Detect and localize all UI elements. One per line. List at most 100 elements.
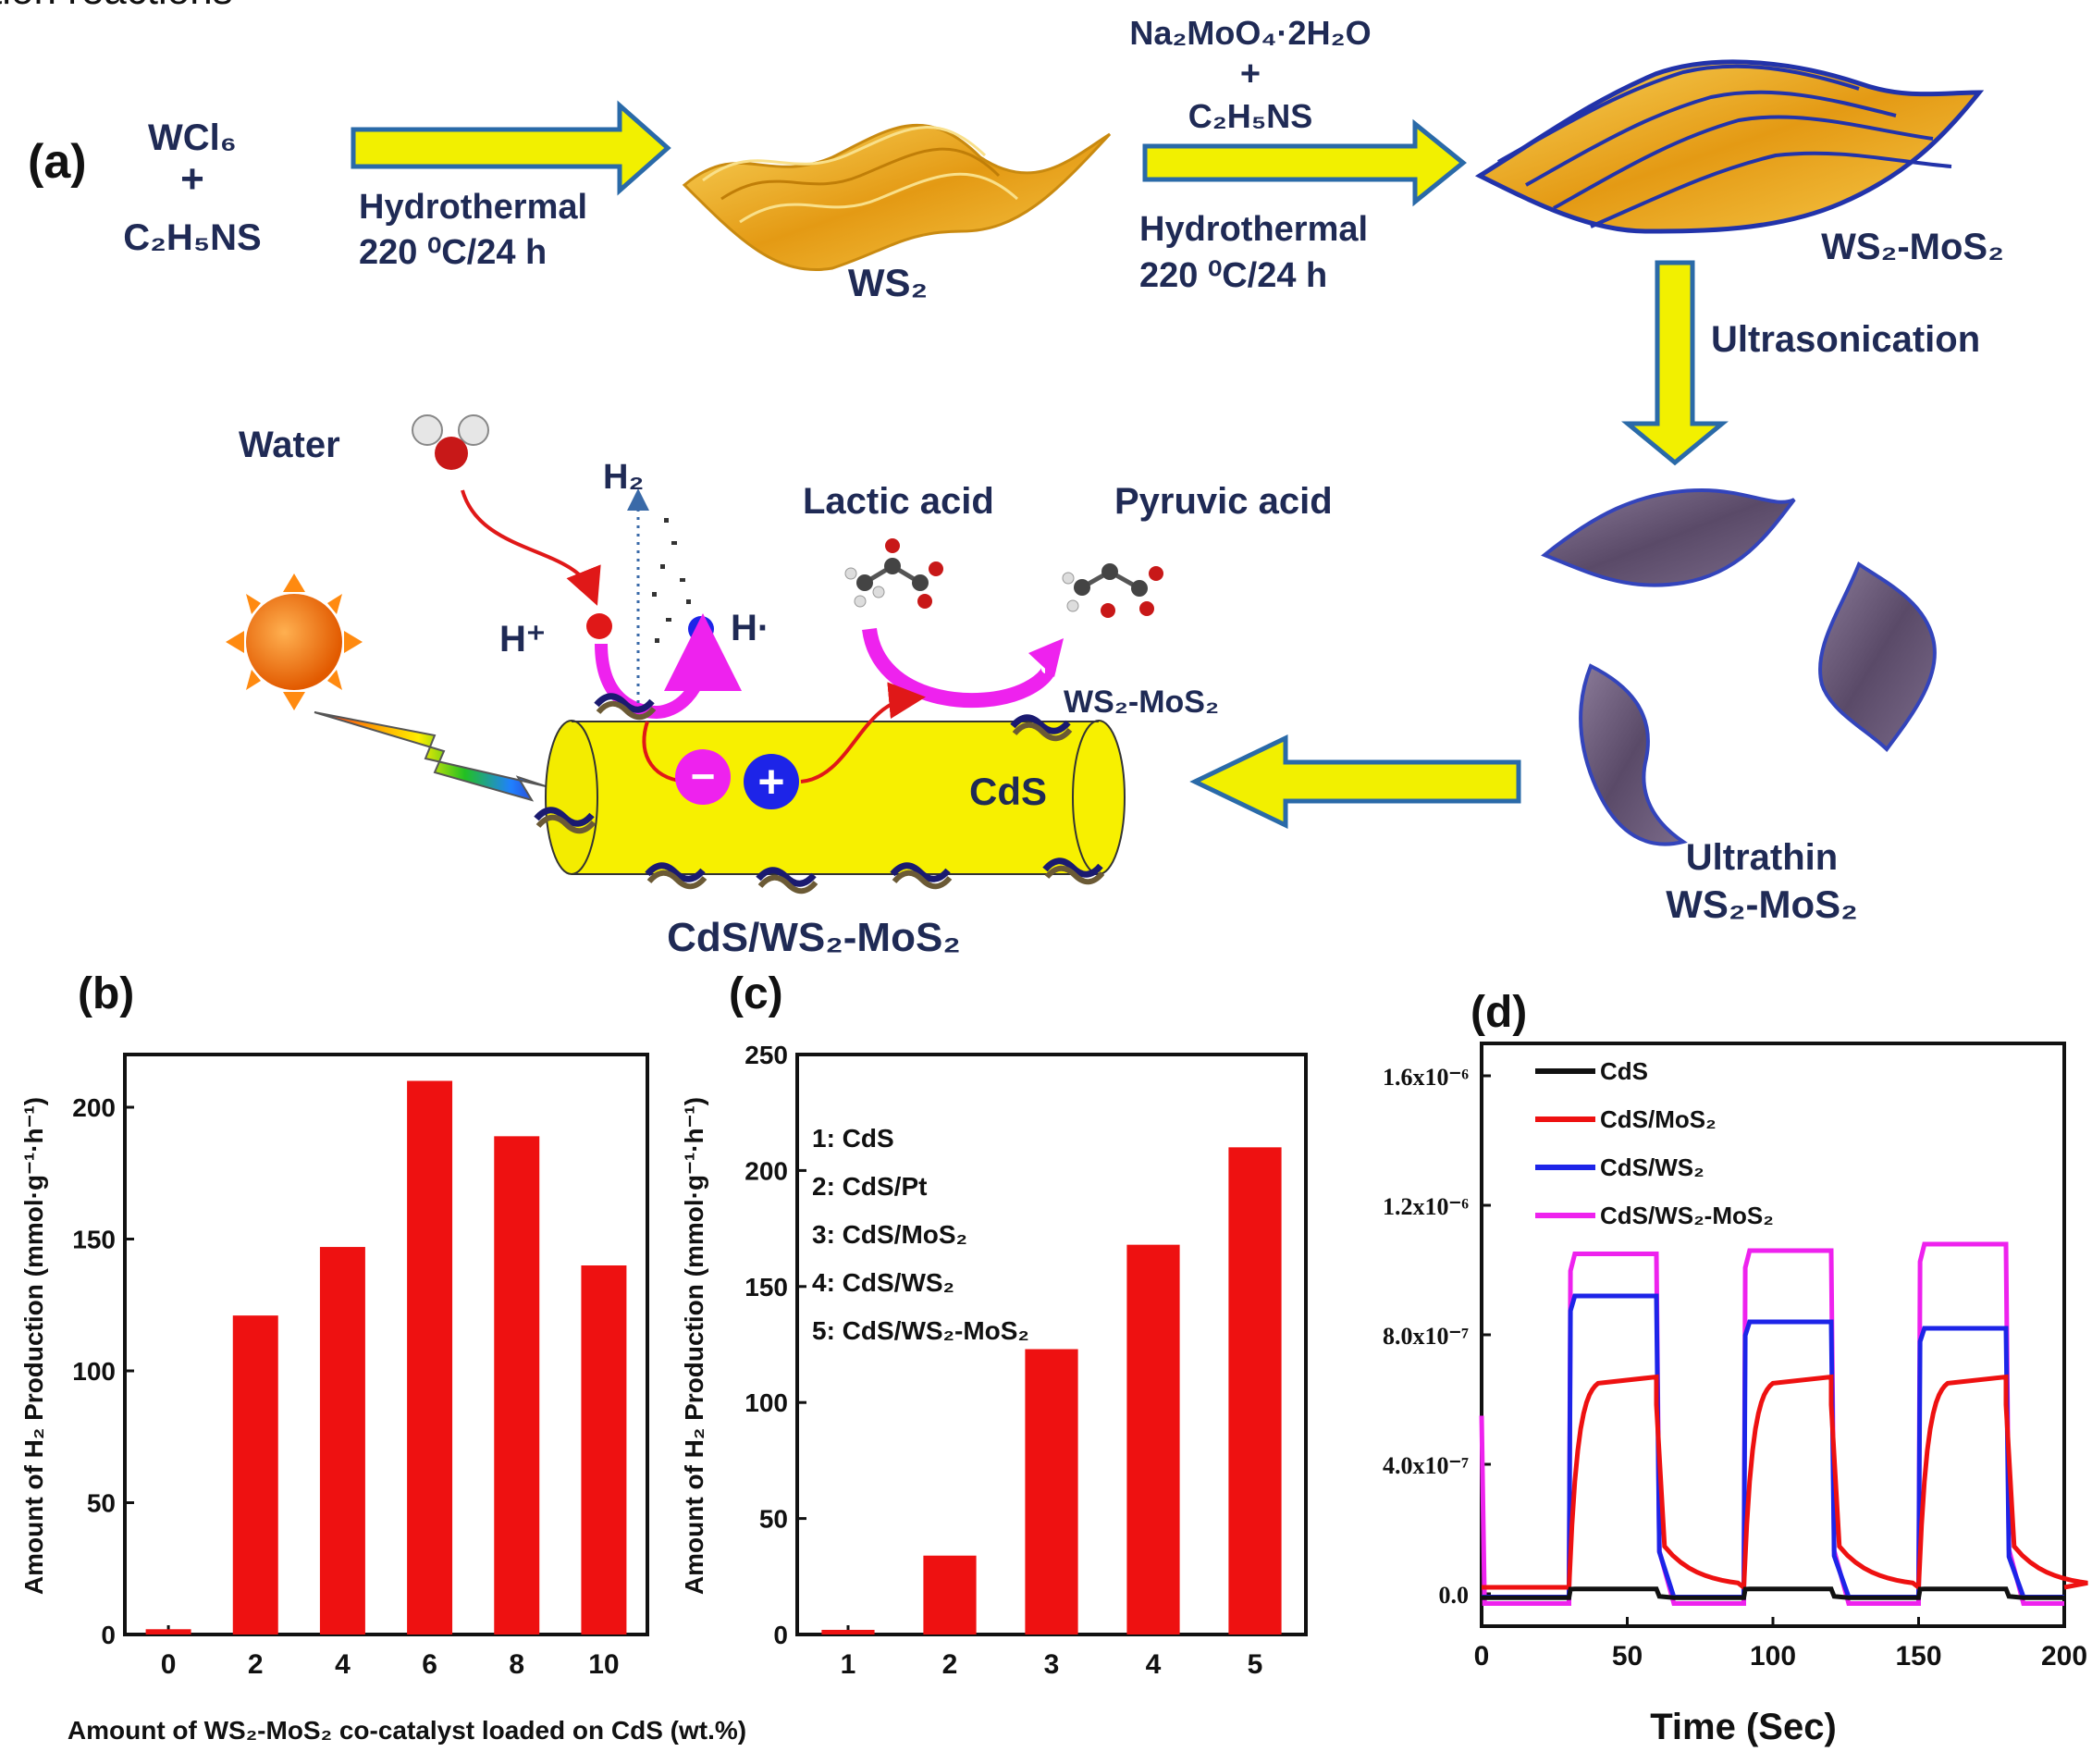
panel-b-xtick-label: 6 (422, 1649, 437, 1680)
panel-b-xtick-label: 4 (335, 1649, 351, 1680)
proton-dot (586, 613, 612, 639)
hydrogen-bubbles (652, 518, 691, 643)
cds-nanorod (545, 720, 1126, 875)
panel-b-bar (494, 1136, 540, 1634)
step1-condition-2: 220 ⁰C/24 h (359, 233, 547, 272)
light-bolt-icon (314, 711, 547, 802)
ws2-nanosheets (682, 123, 1112, 271)
step3-condition: Ultrasonication (1711, 319, 1980, 360)
panel-c-legend-item: 5: CdS/WS₂-MoS₂ (812, 1316, 1029, 1345)
panel-b-label: (b) (78, 969, 134, 1018)
panel-a: tion reactions (a) WCl₆ + C₂H₅NS Hydroth… (0, 0, 2004, 960)
ws2-mos2-nanosheets (1474, 59, 1985, 234)
arrow-step2 (1142, 118, 1467, 207)
panel-c-legend-item: 4: CdS/WS₂ (812, 1268, 954, 1297)
lactic-acid-label: Lactic acid (803, 481, 994, 522)
electron-sign: − (691, 752, 716, 800)
panel-c-xtick-label: 5 (1248, 1649, 1263, 1680)
panel-d-axis: 0 50 100 150 200 0.0 4.0x10⁻⁷ 8.0x10⁻⁷ 1.2x10⁻⁶ 1… (1383, 1064, 2087, 1671)
panel-b-xlabel: Amount of WS₂-MoS₂ co-catalyst loaded on… (68, 1716, 746, 1745)
water-label: Water (239, 425, 340, 465)
panel-b-ytick-label: 100 (72, 1357, 116, 1386)
panel-d-series-line (1482, 1374, 2088, 1592)
cds-label: CdS (969, 770, 1047, 813)
oxidation-arrow (862, 627, 1056, 709)
panel-c-ytick-label: 50 (759, 1505, 788, 1534)
panel-b-ytick-label: 50 (87, 1489, 116, 1518)
panel-d-xlabel: Time (Sec) (1650, 1707, 1837, 1747)
reagent-sodium-molybdate: Na₂MoO₄·2H₂O (1129, 14, 1371, 52)
panel-b-xtick-label: 0 (161, 1649, 177, 1680)
ultrathin-flakes (1541, 487, 1937, 846)
panel-b-ylabel: Amount of H₂ Production (mmol·g⁻¹·h⁻¹) (19, 1097, 48, 1595)
panel-d-ytick-label: 4.0x10⁻⁷ (1383, 1452, 1469, 1479)
arrow-step4 (1189, 734, 1521, 829)
panel-c-legend-item: 3: CdS/MoS₂ (812, 1220, 967, 1249)
h-dot-label: H· (731, 608, 769, 648)
water-molecule-icon (412, 414, 489, 470)
hole-transfer-arrow (800, 682, 926, 783)
panel-b-xtick-label: 2 (248, 1649, 264, 1680)
electron-icon (675, 749, 731, 805)
lactic-acid-molecule-icon (844, 538, 943, 609)
panel-b-xtick-label: 8 (509, 1649, 524, 1680)
panel-c-legend: 1: CdS 2: CdS/Pt 3: CdS/MoS₂ 4: CdS/WS₂ … (812, 1124, 1029, 1345)
panel-b-ytick-label: 200 (72, 1093, 116, 1122)
h-plus-label: H⁺ (499, 619, 546, 660)
panel-d-ytick-label: 8.0x10⁻⁷ (1383, 1323, 1469, 1350)
panel-c-legend-item: 1: CdS (812, 1124, 894, 1153)
product-ws2: WS₂ (848, 261, 928, 304)
step1-condition-1: Hydrothermal (359, 188, 587, 227)
panel-c-bar (1126, 1244, 1180, 1634)
panel-d-xtick-label: 100 (1750, 1641, 1796, 1671)
panel-b-bar (319, 1247, 365, 1634)
panel-b-bar (581, 1265, 627, 1634)
panel-a-label: (a) (28, 135, 87, 189)
panel-d-ytick-label: 1.6x10⁻⁶ (1383, 1064, 1469, 1091)
panel-b-bar (145, 1629, 191, 1634)
panel-d-ytick-label: 0.0 (1439, 1582, 1470, 1609)
panel-d-xtick-label: 150 (1895, 1641, 1941, 1671)
panel-c-bar (1228, 1147, 1282, 1634)
panel-c-ytick-label: 100 (745, 1388, 788, 1417)
electron-transfer-path (642, 721, 685, 783)
panel-d-xtick-label: 200 (2041, 1641, 2087, 1671)
panel-d-ytick-label: 1.2x10⁻⁶ (1383, 1193, 1469, 1220)
hole-icon (744, 754, 799, 809)
oxidation-arrow-head (1028, 638, 1064, 677)
panel-d-legend-label: CdS/WS₂ (1600, 1153, 1704, 1181)
plus-sign: + (180, 156, 204, 202)
panel-c-bar (1025, 1349, 1078, 1634)
composite-label: CdS/WS₂-MoS₂ (667, 915, 961, 960)
plus-sign-2: + (1240, 55, 1261, 93)
panel-d-series-line (1482, 1293, 2064, 1599)
caption-fragment: tion reactions (0, 0, 233, 13)
reagent-wcl6: WCl₆ (148, 117, 237, 158)
reagent-thioacetamide: C₂H₅NS (123, 217, 261, 258)
panel-b-plot-frame (123, 1053, 649, 1636)
panel-c-ylabel: Amount of H₂ Production (mmol·g⁻¹·h⁻¹) (680, 1097, 708, 1595)
panel-d-legend-label: CdS/WS₂-MoS₂ (1600, 1202, 1774, 1229)
panel-d-series-line (1479, 1241, 2064, 1606)
panel-c-bar (923, 1555, 977, 1634)
panel-d-xtick-label: 50 (1612, 1641, 1643, 1671)
panel-c-ytick-label: 200 (745, 1156, 788, 1185)
product-ws2-mos2: WS₂-MoS₂ (1821, 227, 2004, 267)
step2-condition-2: 220 ⁰C/24 h (1139, 256, 1327, 295)
h2-evolution-arrow (595, 613, 742, 720)
panel-c-xtick-label: 1 (841, 1649, 856, 1680)
panel-b-bar (407, 1080, 453, 1634)
panel-c-ytick-label: 0 (773, 1621, 788, 1649)
sun-icon (226, 574, 363, 710)
panel-c-label: (c) (729, 969, 783, 1018)
panel-d-xtick-label: 0 (1474, 1641, 1490, 1671)
panel-b-ytick-label: 0 (101, 1621, 116, 1649)
product-ultrathin-1: Ultrathin (1686, 837, 1838, 878)
